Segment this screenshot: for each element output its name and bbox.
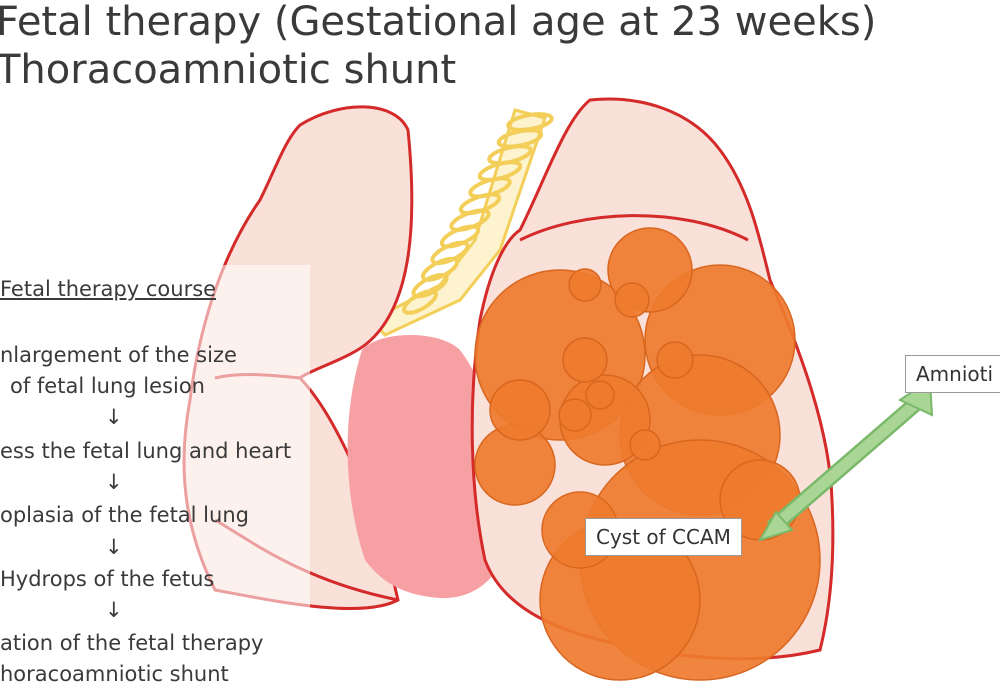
cyst-circle bbox=[614, 282, 650, 318]
cyst-label: Cyst of CCAM bbox=[585, 518, 742, 556]
down-arrow-icon: ↓ bbox=[105, 405, 123, 429]
cyst-circle bbox=[656, 341, 694, 379]
therapy-course-panel: Fetal therapy course nlargement of the s… bbox=[0, 265, 310, 686]
course-step-7: horacoamniotic shunt bbox=[0, 662, 229, 686]
course-step-3: ess the fetal lung and heart bbox=[0, 439, 292, 463]
course-step-2: of fetal lung lesion bbox=[10, 374, 205, 398]
course-step-6: ation of the fetal therapy bbox=[0, 631, 264, 655]
title-line-1: Fetal therapy (Gestational age at 23 wee… bbox=[0, 0, 877, 45]
trachea-ring bbox=[402, 289, 438, 315]
amnio-label: Amnioti bbox=[905, 355, 1000, 393]
down-arrow-icon: ↓ bbox=[105, 470, 123, 494]
course-step-1: nlargement of the size bbox=[0, 343, 237, 367]
trachea bbox=[369, 108, 554, 337]
cyst-circle bbox=[558, 398, 592, 432]
course-step-4: oplasia of the fetal lung bbox=[0, 503, 249, 527]
down-arrow-icon: ↓ bbox=[105, 598, 123, 622]
cyst-circle bbox=[629, 429, 661, 461]
course-step-5: Hydrops of the fetus bbox=[0, 567, 215, 591]
title-line-2: Thoracoamniotic shunt bbox=[0, 47, 457, 93]
ccam-cysts bbox=[474, 227, 821, 681]
slide-title: Fetal therapy (Gestational age at 23 wee… bbox=[0, 0, 876, 94]
cyst-circle bbox=[489, 379, 551, 441]
course-heading: Fetal therapy course bbox=[0, 277, 217, 301]
cyst-circle bbox=[562, 337, 608, 383]
right-lung-fissure bbox=[519, 214, 749, 242]
heart bbox=[347, 335, 510, 599]
cyst-circle bbox=[585, 380, 615, 410]
cyst-circle bbox=[568, 268, 602, 302]
down-arrow-icon: ↓ bbox=[105, 535, 123, 559]
